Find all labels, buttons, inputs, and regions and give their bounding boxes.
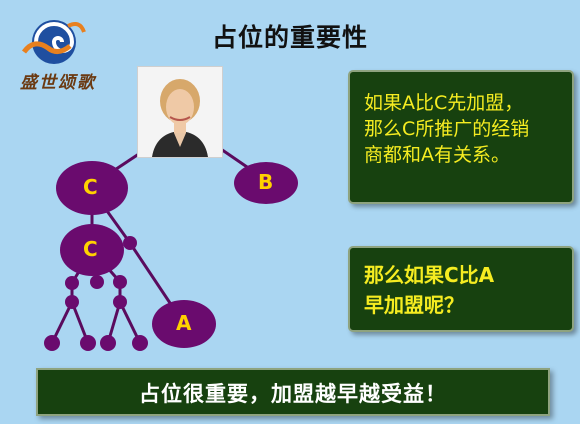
tree-nodes [44, 161, 298, 351]
explanation-box: 如果A比C先加盟， 那么C所推广的经销 商都和A有关系。 [348, 70, 574, 204]
node-c-top-label: C [83, 175, 98, 199]
woman-portrait-icon [138, 67, 222, 157]
leaf-node [123, 236, 137, 250]
node-b [234, 162, 298, 204]
conclusion-text: 占位很重要，加盟越早越受益！ [139, 382, 447, 406]
leaf-node [90, 275, 104, 289]
node-b-label: B [258, 170, 274, 194]
question-box: 那么如果C比A 早加盟呢？ [348, 246, 574, 332]
question-line: 早加盟呢？ [364, 293, 464, 317]
leaf-node [80, 335, 96, 351]
explanation-line: 商都和A有关系。 [364, 144, 510, 166]
leaf-node [113, 275, 127, 289]
node-c-mid-label: C [83, 237, 98, 261]
explanation-line: 如果A比C先加盟， [364, 92, 524, 114]
swirl-cloud-logo-icon [21, 20, 86, 64]
logo-text: 盛世颂歌 [20, 73, 96, 93]
leaf-node [132, 335, 148, 351]
conclusion-banner: 占位很重要，加盟越早越受益！ [36, 368, 550, 416]
explanation-line: 那么C所推广的经销 [364, 118, 530, 140]
question-line: 那么如果C比A [364, 263, 495, 287]
leaf-node [44, 335, 60, 351]
page-title: 占位的重要性 [211, 23, 368, 52]
portrait-photo [137, 66, 223, 158]
node-c-top [56, 161, 128, 215]
leaf-node [100, 335, 116, 351]
logo: 盛世颂歌 [6, 6, 116, 93]
node-a [152, 300, 216, 348]
leaf-node [113, 295, 127, 309]
leaf-node [65, 276, 79, 290]
leaf-node [65, 295, 79, 309]
node-c-mid [60, 224, 124, 276]
node-a-label: A [176, 311, 192, 335]
